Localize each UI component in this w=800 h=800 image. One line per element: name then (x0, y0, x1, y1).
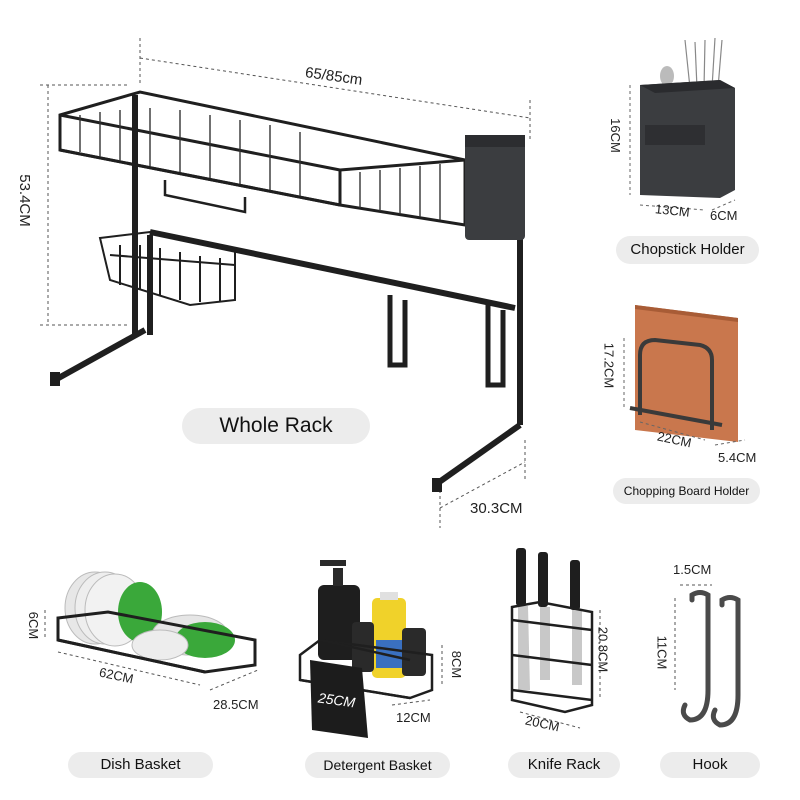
hook-height-dim: 11CM (654, 635, 670, 670)
dish-basket-depth-dim: 28.5CM (213, 697, 259, 712)
whole-rack-label: Whole Rack (182, 408, 370, 444)
whole-rack-depth-dim: 30.3CM (470, 500, 523, 517)
chopping-board-depth-dim: 5.4CM (718, 450, 757, 465)
detergent-basket-label: Detergent Basket (305, 752, 450, 778)
hook-label: Hook (660, 752, 760, 778)
hook-width-dim: 1.5CM (673, 562, 712, 577)
chopping-board-label: Chopping Board Holder (613, 478, 760, 504)
chopstick-holder-label: Chopstick Holder (616, 236, 759, 264)
dish-basket-label: Dish Basket (68, 752, 213, 778)
chopstick-holder-depth-dim: 6CM (710, 208, 738, 223)
knife-rack-label: Knife Rack (508, 752, 620, 778)
detergent-basket-width-dim: 12CM (396, 710, 431, 725)
